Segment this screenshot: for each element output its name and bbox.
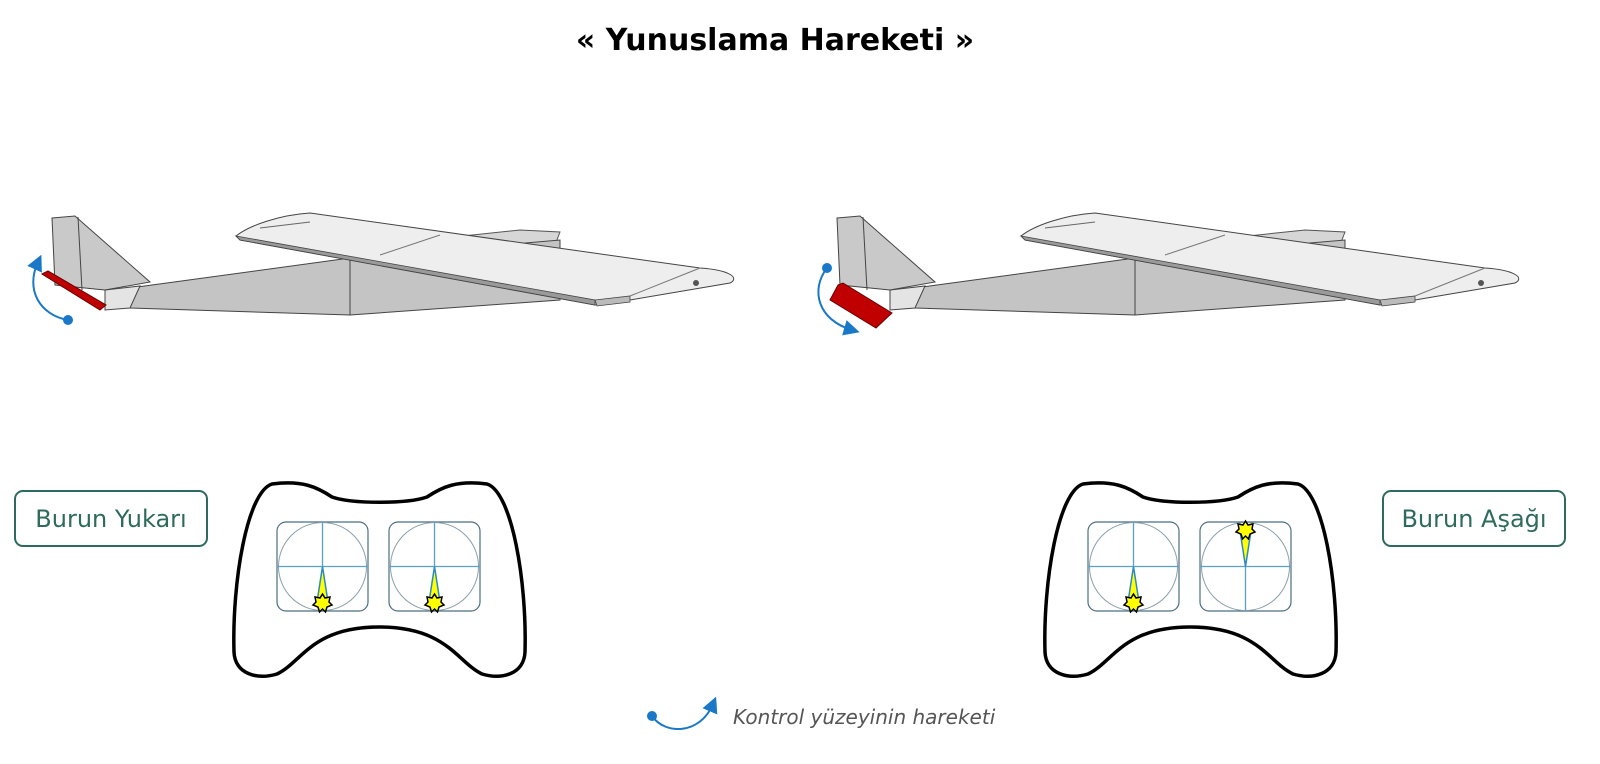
label-nose-up: Burun Yukarı (14, 490, 208, 547)
svg-text:Burun Yukarı: Burun Yukarı (35, 505, 186, 533)
rotation-arrow-icon (817, 267, 860, 336)
airplane-nose-up (27, 212, 735, 325)
page-title: « Yunuslama Hareketi » (576, 23, 974, 58)
label-nose-down: Burun Aşağı (1382, 490, 1566, 547)
rotation-arrow-icon (651, 696, 718, 730)
legend: Kontrol yüzeyinin hareketi (647, 696, 996, 730)
controller-nose-down (1043, 481, 1338, 678)
airplane-nose-down (817, 212, 1520, 336)
left-stick-down (1087, 521, 1180, 613)
elevator-up (40, 270, 107, 311)
right-stick-up (1199, 520, 1292, 612)
left-stick-down (276, 521, 369, 613)
rotation-arrow-icon (27, 254, 69, 321)
right-stick-down (388, 521, 481, 613)
controller-nose-up (232, 481, 527, 678)
svg-text:Burun Aşağı: Burun Aşağı (1401, 505, 1546, 533)
elevator-down (829, 282, 893, 329)
legend-text: Kontrol yüzeyinin hareketi (733, 705, 996, 729)
